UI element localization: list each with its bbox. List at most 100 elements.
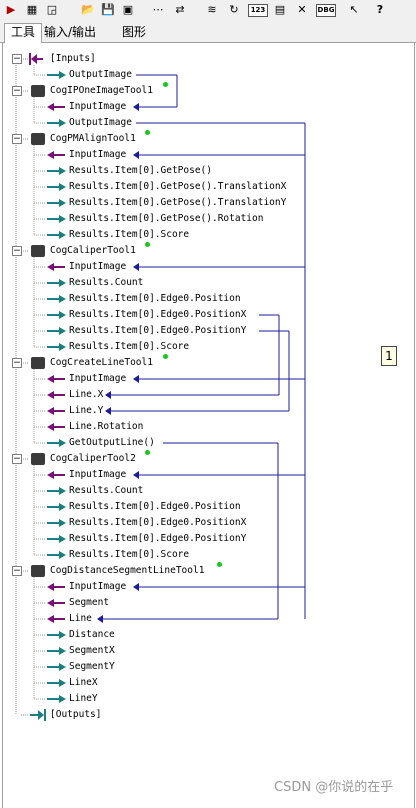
help-icon[interactable]: ? (376, 3, 384, 16)
input-terminal[interactable]: Segment (3, 595, 403, 611)
input-terminal[interactable]: Line (3, 611, 403, 627)
tool-node[interactable]: −CogIPOneImageTool1 (3, 82, 403, 99)
collapse-toggle-icon[interactable]: − (12, 454, 22, 464)
tool-node[interactable]: −CogPMAlignTool1 (3, 130, 403, 147)
input-terminal[interactable]: InputImage (3, 467, 403, 483)
output-terminal[interactable]: Results.Item[0].Score (3, 547, 403, 563)
terminal-label: InputImage (69, 581, 127, 592)
terminal-label: Results.Count (69, 485, 144, 496)
tool-node[interactable]: −CogCaliperTool2 (3, 450, 403, 467)
numbers-icon[interactable]: 123 (248, 4, 268, 17)
terminal-label: OutputImage (69, 117, 132, 128)
input-terminal[interactable]: InputImage (3, 259, 403, 275)
link-icon[interactable]: ⋯ (152, 3, 164, 16)
database-icon[interactable]: ≋ (207, 3, 217, 16)
tool-node[interactable]: −CogCaliperTool1 (3, 242, 403, 259)
run-icon[interactable]: ▶ (6, 3, 16, 16)
terminal-label: LineY (69, 693, 98, 704)
output-terminal[interactable]: Results.Item[0].Score (3, 227, 403, 243)
input-terminal[interactable]: Line.Y (3, 403, 403, 419)
refresh-icon[interactable]: ↻ (229, 3, 239, 16)
output-terminal[interactable]: Results.Item[0].Score (3, 339, 403, 355)
output-arrow-icon (59, 551, 66, 559)
tab-2[interactable]: 图形 (122, 25, 147, 39)
collapse-toggle-icon[interactable]: − (12, 566, 22, 576)
open-folder-icon[interactable]: 📂 (81, 3, 95, 16)
output-terminal[interactable]: LineY (3, 691, 403, 707)
input-arrow-icon (47, 103, 54, 111)
root-node[interactable]: −[Inputs] (3, 51, 403, 67)
output-terminal[interactable]: SegmentY (3, 659, 403, 675)
terminal-label: OutputImage (69, 69, 132, 80)
terminal-label: GetOutputLine() (69, 437, 155, 448)
tab-0[interactable]: 工具 (4, 23, 43, 44)
output-terminal[interactable]: GetOutputLine() (3, 435, 403, 451)
output-terminal[interactable]: Results.Item[0].Edge0.PositionX (3, 307, 403, 323)
output-terminal[interactable]: OutputImage (3, 115, 403, 131)
output-terminal[interactable]: Results.Item[0].Edge0.Position (3, 499, 403, 515)
terminal-label: Results.Item[0].Score (69, 341, 190, 352)
collapse-toggle-icon[interactable]: − (12, 246, 22, 256)
output-arrow-icon (59, 679, 66, 687)
terminal-label: SegmentY (69, 661, 115, 672)
input-arrow-icon (47, 391, 54, 399)
import-icon[interactable]: ⇄ (175, 3, 185, 16)
output-terminal[interactable]: Results.Item[0].GetPose().TranslationY (3, 195, 403, 211)
terminal-label: InputImage (69, 373, 127, 384)
output-arrow-icon (59, 647, 66, 655)
input-terminal[interactable]: Line.X (3, 387, 403, 403)
output-terminal[interactable]: SegmentX (3, 643, 403, 659)
view-icon[interactable]: ◲ (46, 3, 58, 16)
output-terminal[interactable]: Results.Item[0].GetPose().Rotation (3, 211, 403, 227)
terminal-label: InputImage (69, 261, 127, 272)
tool-icon (31, 85, 45, 97)
input-arrow-icon (47, 599, 54, 607)
output-arrow-icon (59, 535, 66, 543)
input-arrow-icon (47, 375, 54, 383)
root-label: [Outputs] (50, 709, 102, 720)
tool-icon (31, 357, 45, 369)
terminal-label: Line (69, 613, 92, 624)
output-terminal[interactable]: Distance (3, 627, 403, 643)
output-terminal[interactable]: LineX (3, 675, 403, 691)
collapse-toggle-icon[interactable]: − (12, 134, 22, 144)
input-terminal[interactable]: InputImage (3, 371, 403, 387)
terminal-label: LineX (69, 677, 98, 688)
show-tree-icon[interactable]: ▦ (26, 3, 38, 16)
input-terminal[interactable]: InputImage (3, 147, 403, 163)
tool-node[interactable]: −CogCreateLineTool1 (3, 354, 403, 371)
toolbar: ▶ ▦ ◲ 📂 💾 ▣ ⋯ ⇄ ≋ ↻ 123 ▤ ✕ DBG ↖? (0, 0, 416, 23)
output-terminal[interactable]: Results.Item[0].Edge0.PositionX (3, 515, 403, 531)
save-as-icon[interactable]: ▣ (122, 3, 134, 16)
link-wires (15, 53, 306, 721)
output-arrow-icon (59, 183, 66, 191)
input-terminal[interactable]: InputImage (3, 99, 403, 115)
output-terminal[interactable]: Results.Item[0].Edge0.PositionY (3, 531, 403, 547)
output-terminal[interactable]: Results.Item[0].Edge0.PositionY (3, 323, 403, 339)
pointer-icon[interactable]: ↖ (349, 3, 359, 16)
collapse-toggle-icon[interactable]: − (12, 358, 22, 368)
output-terminal[interactable]: Results.Item[0].GetPose() (3, 163, 403, 179)
collapse-toggle-icon[interactable]: − (12, 54, 22, 64)
output-terminal[interactable]: OutputImage (3, 67, 403, 83)
collapse-toggle-icon[interactable]: − (12, 86, 22, 96)
debug-icon[interactable]: DBG (316, 4, 336, 17)
tool-node[interactable]: −CogDistanceSegmentLineTool1 (3, 562, 403, 579)
output-terminal[interactable]: Results.Item[0].Edge0.Position (3, 291, 403, 307)
dialog-icon[interactable]: ▤ (274, 3, 286, 16)
tools-icon[interactable]: ✕ (297, 3, 307, 16)
status-ok-icon (162, 82, 168, 87)
tab-1[interactable]: 输入/输出 (44, 25, 97, 39)
link-arrow-icon (97, 615, 103, 623)
output-terminal[interactable]: Results.Count (3, 483, 403, 499)
output-terminal[interactable]: Results.Count (3, 275, 403, 291)
output-arrow-icon (59, 71, 66, 79)
save-icon[interactable]: 💾 (101, 3, 115, 16)
input-terminal[interactable]: InputImage (3, 579, 403, 595)
input-terminal[interactable]: Line.Rotation (3, 419, 403, 435)
link-arrow-icon (133, 263, 139, 271)
output-terminal[interactable]: Results.Item[0].GetPose().TranslationX (3, 179, 403, 195)
output-arrow-icon (59, 695, 66, 703)
root-node[interactable]: [Outputs] (3, 707, 403, 723)
